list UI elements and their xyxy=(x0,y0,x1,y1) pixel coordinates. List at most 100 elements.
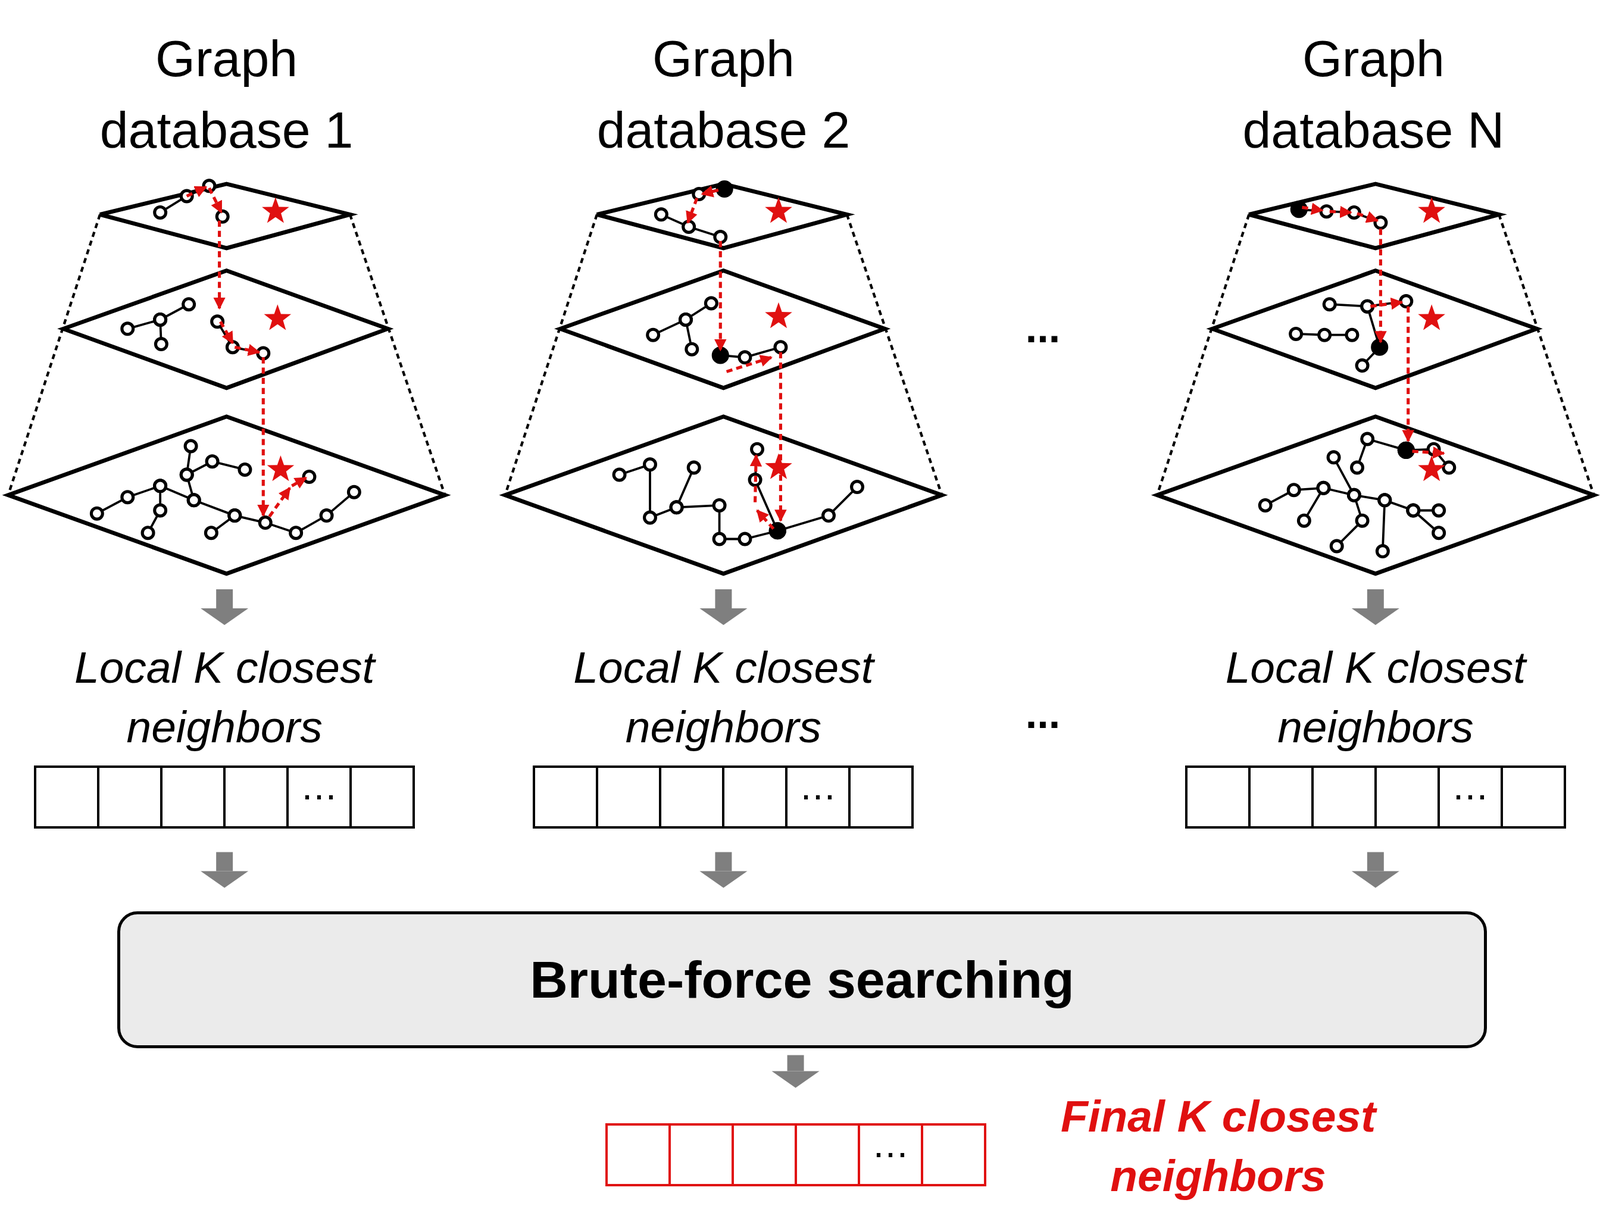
graph-vertex xyxy=(1319,329,1331,341)
array-cell: ⋯ xyxy=(1437,765,1503,829)
flow-arrow xyxy=(1351,589,1400,625)
ellipsis: ⋯ xyxy=(800,779,836,815)
graph-vertex xyxy=(1356,360,1368,372)
array-cell xyxy=(532,765,599,829)
graph-layers xyxy=(8,183,446,574)
graph-vertex xyxy=(216,210,228,223)
graph-vertex xyxy=(1348,489,1360,501)
array-cell xyxy=(722,765,788,829)
graph-edge xyxy=(1382,500,1385,552)
database-title: Graph database 2 xyxy=(556,22,890,166)
graph-vertex xyxy=(644,458,656,471)
graph-vertex xyxy=(717,182,732,197)
graph-layers xyxy=(505,183,943,574)
array-cell xyxy=(731,1123,798,1187)
graph-vertex xyxy=(775,341,787,353)
graph-vertex xyxy=(688,461,700,474)
graph-vertex xyxy=(205,527,217,539)
ellipsis-label: ... xyxy=(1025,304,1061,352)
graph-vertex xyxy=(154,207,167,219)
array-cell xyxy=(658,765,725,829)
graph-vertex xyxy=(183,298,195,311)
graph-vertex xyxy=(259,517,271,529)
graph-vertex xyxy=(154,314,167,326)
graph-vertex xyxy=(680,314,692,326)
graph-vertex xyxy=(647,329,659,341)
graph-vertex xyxy=(1372,339,1387,355)
graph-vertex xyxy=(613,469,625,481)
graph-vertex xyxy=(1298,514,1310,527)
array-cell xyxy=(1500,765,1567,829)
graph-vertex xyxy=(655,208,667,221)
graph-vertex xyxy=(1398,442,1414,458)
graph-vertex xyxy=(348,486,360,498)
flow-arrow xyxy=(699,589,748,625)
array-heading: Local K closest neighbors xyxy=(33,637,415,757)
graph-vertex xyxy=(91,507,103,520)
neighbor-array: Local K closest neighbors ⋯ xyxy=(1161,637,1590,829)
final-label: Final K closest neighbors xyxy=(1010,1086,1427,1206)
graph-vertex xyxy=(206,455,218,468)
array-heading: Local K closest neighbors xyxy=(532,637,914,757)
graph-vertex xyxy=(739,533,751,545)
graph-edge xyxy=(97,485,355,533)
ellipsis-label: ... xyxy=(1025,689,1061,738)
array-cell xyxy=(595,765,662,829)
array-cell xyxy=(794,1123,861,1187)
array-cells: ⋯ xyxy=(1185,765,1567,829)
array-cells: ⋯ xyxy=(33,765,415,829)
array-cell xyxy=(223,765,289,829)
graph-vertex xyxy=(644,511,656,524)
graph-vertex xyxy=(154,504,167,517)
array-cell: ⋯ xyxy=(286,765,352,829)
array-cell xyxy=(605,1123,671,1187)
flow-arrow xyxy=(1351,851,1400,888)
graph-vertex xyxy=(713,533,725,545)
graph-edge xyxy=(619,464,695,518)
array-cell xyxy=(97,765,163,829)
ellipsis: ⋯ xyxy=(872,1136,909,1173)
graph-vertex xyxy=(713,348,728,363)
graph-edge xyxy=(160,185,209,213)
array-cell xyxy=(33,765,100,829)
graph-vertex xyxy=(320,510,333,522)
graph-edges xyxy=(91,180,1455,558)
database-title: Graph database N xyxy=(1206,22,1540,166)
array-heading: Local K closest neighbors xyxy=(1185,637,1567,757)
graph-vertex xyxy=(122,491,134,503)
process-box: Brute-force searching xyxy=(117,911,1487,1049)
graph-database: Graph database 1 xyxy=(8,22,446,577)
graph-vertex xyxy=(823,510,835,522)
graph-vertex xyxy=(1407,504,1420,517)
graph-vertex xyxy=(670,501,683,514)
graph-vertex xyxy=(154,480,167,492)
flow-arrow xyxy=(772,1055,820,1089)
array-cell xyxy=(1248,765,1314,829)
graph-edge xyxy=(652,303,712,336)
graph-vertex xyxy=(290,527,302,539)
query-star xyxy=(261,197,1446,481)
graph-layers xyxy=(1157,183,1595,574)
graph-vertex xyxy=(257,347,270,359)
graph-vertex xyxy=(180,469,193,481)
array-cells: ⋯ xyxy=(605,1123,987,1187)
graph-vertex xyxy=(180,469,193,481)
graph-vertex xyxy=(1361,433,1374,445)
graph-vertex xyxy=(1379,494,1391,506)
graph-vertex xyxy=(1356,514,1368,527)
graph-vertex xyxy=(1290,328,1302,340)
graph-edge xyxy=(217,321,264,353)
graph-vertex xyxy=(188,494,200,506)
array-cell xyxy=(349,765,415,829)
database-title: Graph database 1 xyxy=(60,22,394,166)
graph-vertex xyxy=(1433,527,1445,539)
graph-vertex xyxy=(229,510,241,522)
graph-database: Graph database 2 xyxy=(501,22,945,577)
graph-vertex xyxy=(680,314,692,326)
array-cells: ⋯ xyxy=(532,765,914,829)
graph-vertex xyxy=(1323,298,1336,311)
graph-vertex xyxy=(1379,494,1391,506)
graph-vertex xyxy=(1259,500,1271,512)
graph-vertex xyxy=(1346,329,1358,341)
graph-vertex xyxy=(851,481,864,493)
